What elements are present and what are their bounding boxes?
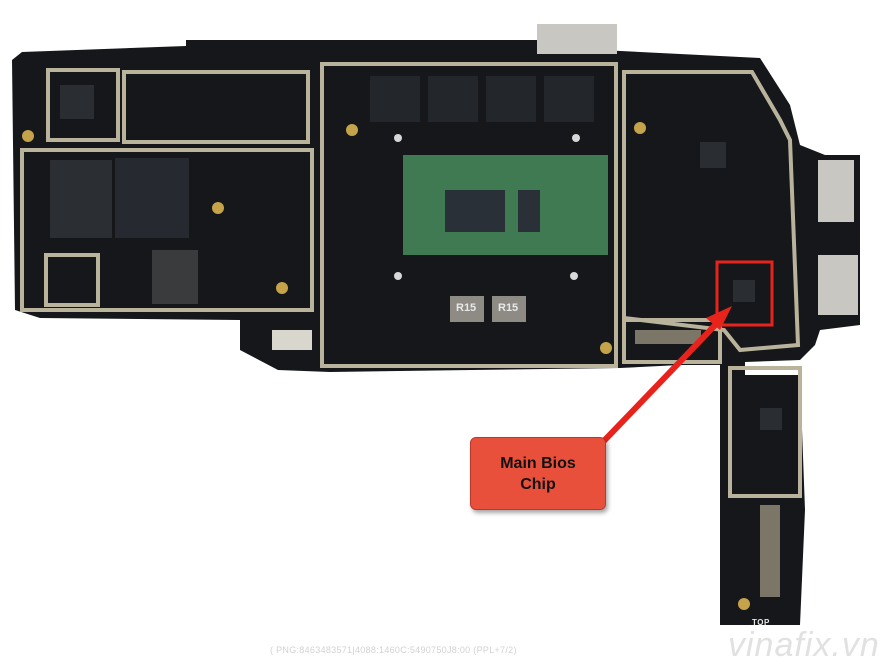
mounting-hole	[600, 342, 612, 354]
cpu-die-right	[518, 190, 540, 232]
cpu-substrate	[403, 155, 608, 255]
mounting-hole	[570, 272, 578, 280]
ram-chip-4	[544, 76, 594, 122]
shield-frame-connector	[622, 318, 722, 364]
mounting-hole	[394, 134, 402, 142]
shield-frame-cpu	[320, 62, 618, 368]
usb-c-port	[818, 160, 854, 222]
highlight-box	[715, 260, 774, 327]
callout-line-1: Main Bios	[500, 454, 576, 472]
inductor-label-1: R15	[456, 302, 477, 314]
callout-line-2: Chip	[520, 475, 556, 493]
shield-frame-left	[20, 148, 314, 312]
inductor-r15-a	[450, 296, 484, 322]
shield-frame-small	[44, 253, 100, 307]
inductor-r15-b	[492, 296, 526, 322]
mounting-hole	[738, 598, 750, 610]
cpu-die-left	[445, 190, 505, 232]
bga-area	[50, 160, 112, 238]
inductor-large	[152, 250, 198, 304]
mounting-hole	[22, 130, 34, 142]
ribbon-connector	[760, 505, 780, 597]
shield-frame-top-middle	[122, 70, 310, 144]
callout-arrow-line	[597, 315, 725, 448]
barcode-sticker	[272, 330, 312, 350]
ram-chip-1	[370, 76, 420, 122]
storage-chip	[115, 158, 189, 238]
inductor-label-2: R15	[498, 302, 519, 314]
mounting-hole	[346, 124, 358, 136]
ram-chip-2	[428, 76, 478, 122]
mounting-hole	[634, 122, 646, 134]
chip-small-3	[760, 408, 782, 430]
usb-a-port	[818, 255, 858, 315]
chip-small-2	[700, 142, 726, 168]
callout-arrow-head	[706, 306, 732, 330]
chip-small-1	[60, 85, 94, 119]
callout-label: Main Bios Chip	[470, 437, 606, 510]
watermark: vinafix.vn	[728, 626, 880, 664]
top-connector	[537, 24, 617, 54]
mounting-hole	[572, 134, 580, 142]
edge-label: TOP	[752, 618, 770, 627]
part-number-text: ( PNG:8463483571|4088:1460C:5490750J8:00…	[270, 645, 517, 655]
shield-frame-tail	[728, 366, 802, 498]
pcb-outline	[12, 40, 860, 625]
shield-frame-top-left	[46, 68, 120, 142]
mounting-hole	[212, 202, 224, 214]
bios-chip	[733, 280, 755, 302]
mounting-hole	[394, 272, 402, 280]
mounting-hole	[276, 282, 288, 294]
ram-chip-3	[486, 76, 536, 122]
flex-connector	[635, 330, 701, 344]
